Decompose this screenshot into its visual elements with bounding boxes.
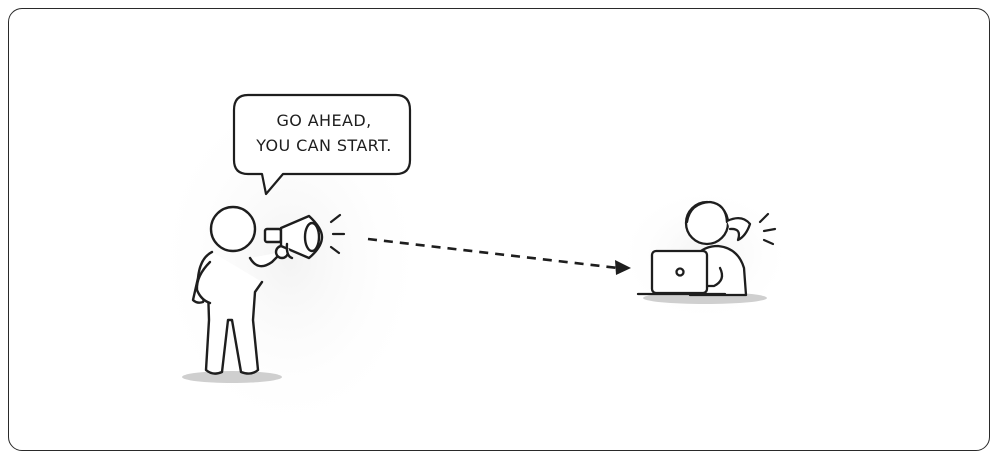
speech-bubble — [232, 93, 412, 196]
speech-line-1: GO AHEAD, — [276, 111, 372, 130]
megaphone-icon — [263, 214, 324, 260]
sound-lines-left — [329, 213, 346, 255]
speaker-shadow — [182, 371, 282, 383]
laptop-icon — [636, 249, 727, 296]
sound-lines-right — [758, 212, 777, 246]
dashed-arrow-icon — [367, 237, 631, 275]
speech-line-2: YOU CAN START. — [256, 136, 392, 155]
speech-bubble-text: GO AHEAD, YOU CAN START. — [238, 108, 410, 158]
